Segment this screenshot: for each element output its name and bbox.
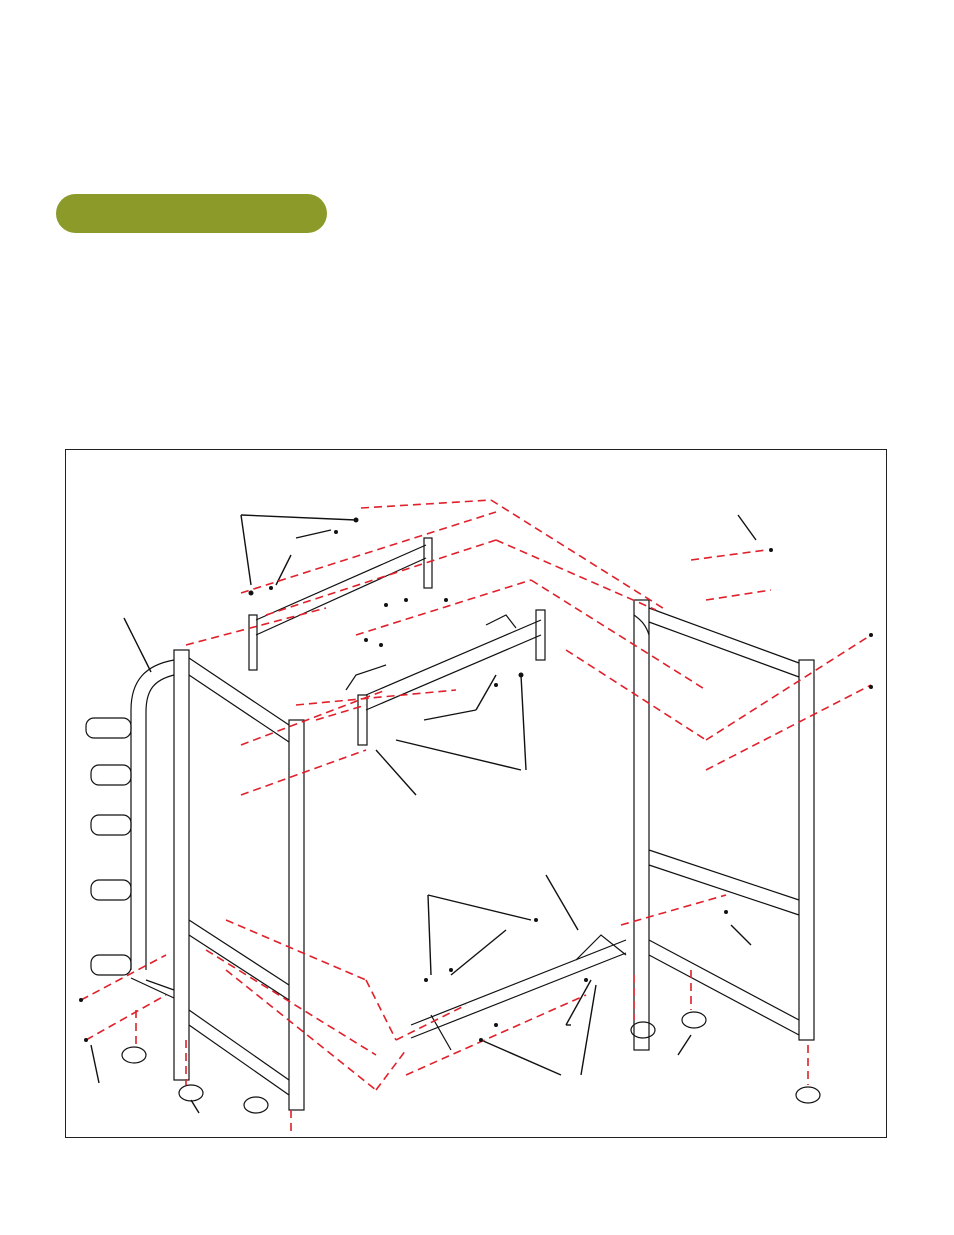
left-rack-frame	[85, 649, 305, 1111]
assembly-diagram-frame	[65, 449, 887, 1138]
step-header-pill	[56, 194, 327, 233]
right-rack-frame	[633, 599, 815, 1051]
base-crossbar	[410, 934, 627, 1051]
top-crossbar	[248, 537, 433, 671]
assembly-diagram	[79, 499, 873, 1135]
bolts	[79, 517, 873, 1042]
pullup-bar	[345, 609, 546, 746]
dashed-assembly-lines	[80, 499, 872, 1135]
foot-pads	[121, 1011, 821, 1114]
callout-arrows	[90, 514, 757, 1114]
